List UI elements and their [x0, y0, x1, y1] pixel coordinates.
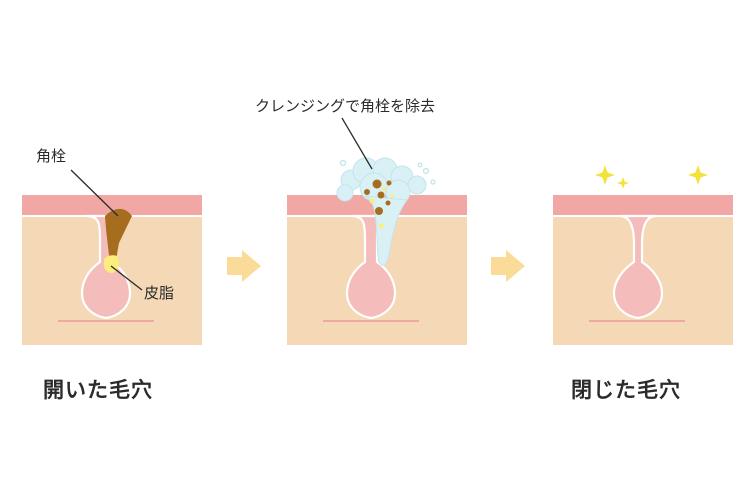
cleansing-panel: [285, 117, 469, 347]
sparkle-bubbles: [339, 159, 436, 185]
sparkle-icon: [595, 165, 708, 189]
open-pore-panel: [20, 169, 204, 347]
sebum-particles: [369, 187, 394, 229]
sebum-leader-line: [110, 265, 143, 291]
arrow-right-icon: [227, 250, 261, 282]
cleansing-leader-line: [341, 117, 373, 170]
keratin-plug: [105, 208, 132, 264]
arrow-right-icon: [491, 250, 525, 282]
plug-leader-line: [70, 169, 119, 217]
closed-pore-caption: 閉じた毛穴: [571, 378, 681, 402]
sebum-label: 皮脂: [144, 284, 175, 302]
plug-label: 角栓: [36, 147, 67, 165]
plug-particles: [364, 179, 392, 215]
open-pore-caption: 開いた毛穴: [43, 378, 153, 402]
cleansing-label: クレンジングで角栓を除去: [255, 97, 436, 115]
closed-pore-panel: [553, 165, 733, 345]
